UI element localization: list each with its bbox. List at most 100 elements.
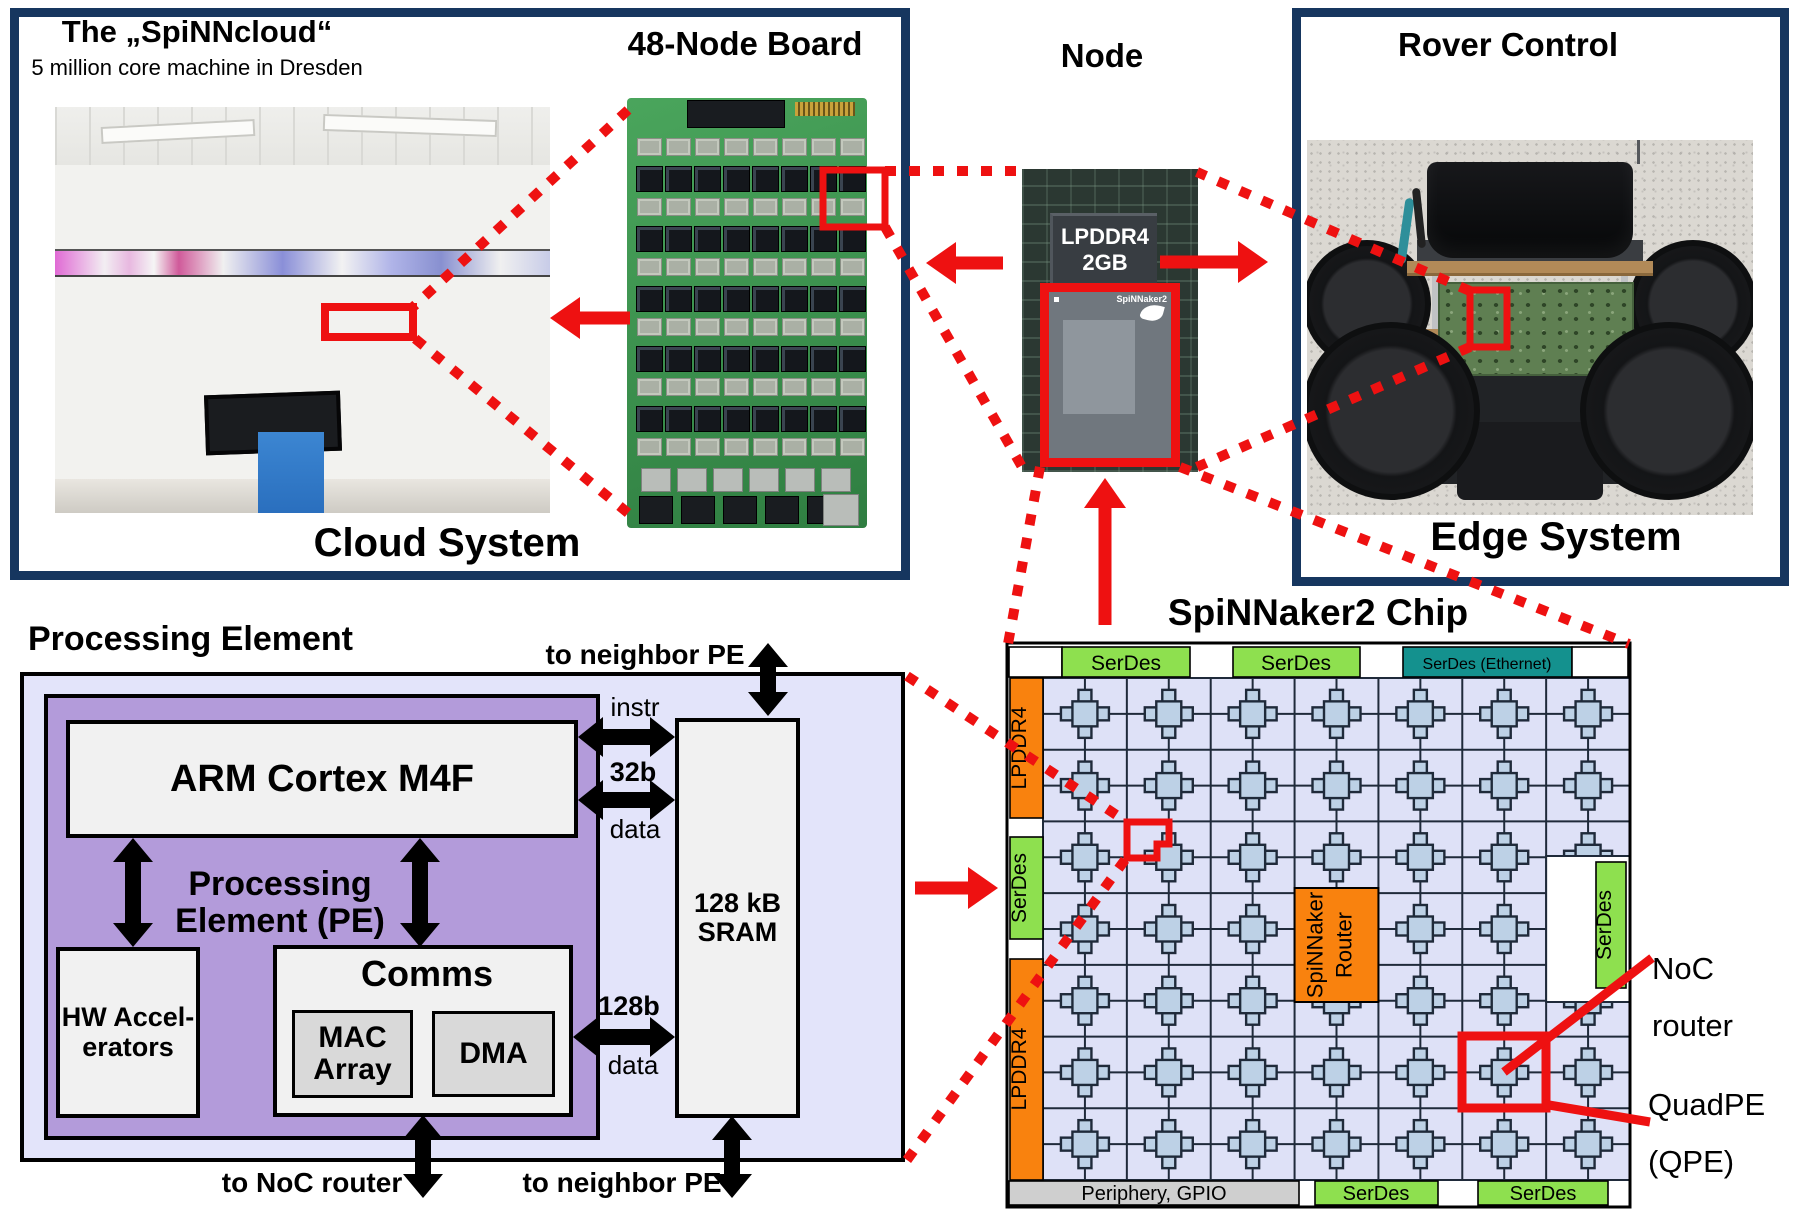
board-pad <box>753 138 778 156</box>
noc-router-icon <box>1395 688 1446 740</box>
noc-router-icon <box>1479 760 1530 811</box>
router-arm-h <box>1395 849 1446 865</box>
arrow-head <box>968 867 998 909</box>
board-pad <box>811 258 836 276</box>
router-arm-h <box>1311 706 1362 722</box>
router-arm-h <box>1479 777 1530 794</box>
board-chip <box>694 166 721 192</box>
blue-podium <box>258 432 324 513</box>
rover-title: Rover Control <box>1397 26 1619 63</box>
board-pad <box>840 378 865 396</box>
noc-router-icon <box>1311 903 1362 955</box>
comms-box: Comms MAC Array DMA <box>273 945 573 1117</box>
noc-router-icon <box>1227 1047 1278 1098</box>
board-chip <box>636 346 663 372</box>
router-center <box>1071 1130 1099 1158</box>
router-arm-h <box>1227 777 1278 794</box>
dma-box: DMA <box>432 1011 555 1097</box>
board-pad <box>811 378 836 396</box>
noc-router-icon <box>1562 975 1614 1026</box>
board-chip <box>839 286 866 312</box>
noc-router-icon <box>1227 1118 1278 1170</box>
router-arm-h <box>1479 921 1530 937</box>
router-arm-v <box>1496 688 1512 740</box>
noc-router-icon <box>1227 688 1278 740</box>
pe-heading: Processing Element <box>28 620 354 658</box>
board-chip <box>810 286 837 312</box>
board-pad <box>811 318 836 336</box>
router-arm-h <box>1227 1136 1278 1152</box>
board-chip <box>694 286 721 312</box>
board-module <box>713 468 743 492</box>
sram-label-line1: 128 kB <box>693 887 782 918</box>
router-arm-v <box>1161 1047 1177 1098</box>
router-center <box>1322 987 1351 1015</box>
board-pad <box>637 198 662 216</box>
serdes-bottom-1-box <box>1314 1180 1439 1206</box>
router-center <box>1155 771 1183 800</box>
noc-router-icon <box>1311 1047 1362 1098</box>
router-arm-v <box>1244 1118 1261 1170</box>
router-arm-h <box>1059 849 1111 865</box>
noc-router-icon <box>1479 1118 1530 1170</box>
serdes-ethernet-box <box>1402 646 1573 678</box>
router-arm-v <box>1496 760 1512 811</box>
board-pad <box>724 438 749 456</box>
cloud-title: The „SpiNNcloud“ <box>61 14 333 49</box>
mac-label-line1: MAC <box>318 1020 387 1054</box>
board-pad <box>724 378 749 396</box>
router-arm-v <box>1412 760 1429 811</box>
board-pad <box>753 258 778 276</box>
noc-router-icon <box>1059 903 1111 955</box>
board-chip <box>665 226 692 252</box>
router-arm-h <box>1227 849 1278 865</box>
pe-box-label: Processing Element (PE) <box>175 866 385 939</box>
router-arm-v <box>1077 903 1093 955</box>
spinnaker2-die-highlight: SpiNNaker2 <box>1040 283 1180 467</box>
router-arm-h <box>1143 921 1194 937</box>
board-chip <box>665 286 692 312</box>
router-center <box>1322 700 1351 728</box>
noc-router-icon <box>1562 760 1614 811</box>
router-arm-v <box>1580 975 1596 1026</box>
hw-label-line2: erators <box>82 1031 174 1062</box>
router-arm-v <box>1328 903 1345 955</box>
router-arm-v <box>1244 903 1261 955</box>
noc-router-icon <box>1479 832 1530 883</box>
router-arm-v <box>1328 975 1345 1026</box>
qpe-annotation-line2: (QPE) <box>1648 1144 1735 1179</box>
serdes-left-label: SerDes <box>1008 853 1031 923</box>
data-upper-label: data <box>609 814 661 844</box>
spinnaker-router-box <box>1293 887 1380 1003</box>
router-arm-h <box>1227 706 1278 722</box>
board-chip <box>752 286 779 312</box>
router-arm-h <box>1227 993 1278 1009</box>
board-chip <box>839 406 866 432</box>
router-arm-h <box>1479 1064 1530 1081</box>
router-arm-v <box>1412 1118 1429 1170</box>
board-chip <box>839 346 866 372</box>
board-pad <box>666 378 691 396</box>
rover-photo <box>1307 140 1753 515</box>
router-arm-v <box>1077 1118 1093 1170</box>
to-neighbor-pe-top-label: to neighbor PE <box>545 639 745 670</box>
board-chip <box>752 346 779 372</box>
noc-router-icon <box>1059 1047 1111 1098</box>
board-module <box>785 468 815 492</box>
board-pad <box>666 258 691 276</box>
router-arm-v <box>1496 832 1512 883</box>
board-pad <box>840 258 865 276</box>
router-arm-v <box>1244 1047 1261 1098</box>
router-center <box>1322 771 1351 800</box>
board-module <box>749 468 779 492</box>
board-pad <box>811 198 836 216</box>
board-chip <box>636 166 663 192</box>
router-arm-v <box>1328 1047 1345 1098</box>
board-pad <box>840 318 865 336</box>
router-arm-h <box>1311 921 1362 937</box>
cloud-subtitle: 5 million core machine in Dresden <box>31 55 363 80</box>
router-arm-v <box>1161 903 1177 955</box>
board-chip <box>810 166 837 192</box>
router-arm-h <box>1311 1136 1362 1152</box>
qpe-highlight-rect <box>1457 1031 1551 1113</box>
